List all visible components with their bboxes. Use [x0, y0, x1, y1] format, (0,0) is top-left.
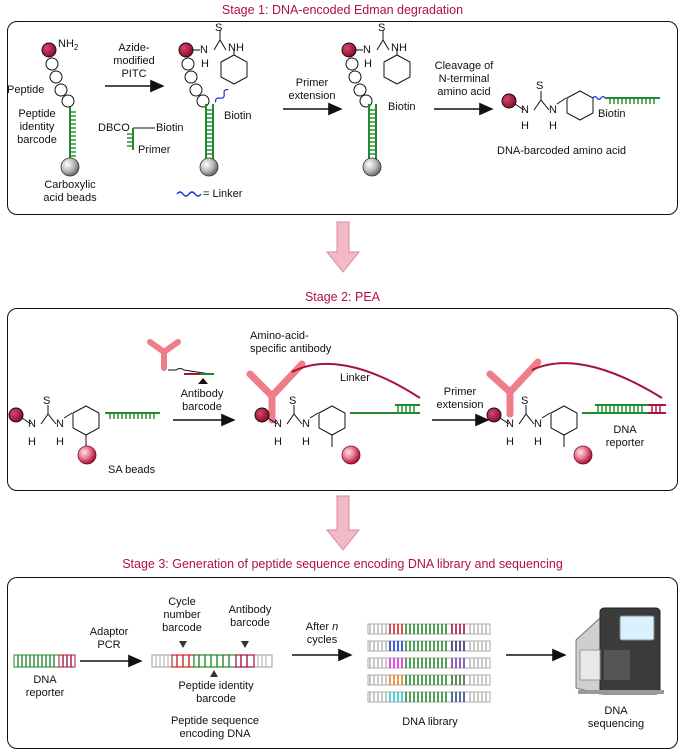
nh-atom-1: NH — [228, 42, 244, 54]
sa-beads-label: SA beads — [108, 464, 156, 476]
linker-legend-icon — [176, 191, 202, 197]
stage3-panel — [7, 577, 678, 749]
linker-legend-label: = Linker — [203, 188, 243, 200]
stage1-extended-intermediate — [341, 30, 411, 177]
primer-extension-label-2: Primer extension — [436, 386, 484, 411]
peptide-barcode-marker — [210, 670, 218, 677]
stage1-thiourea-intermediate — [178, 30, 248, 177]
biotin-label-3: Biotin — [598, 108, 626, 120]
nh2-label: NH2 — [58, 38, 79, 53]
antibody-bound-complex — [246, 360, 421, 465]
stage2-panel — [7, 308, 678, 491]
n-atom-s2c: N — [274, 418, 282, 430]
dna-barcoded-aa-label: DNA-barcoded amino acid — [497, 145, 627, 157]
antibody-barcode-label: Antibody barcode — [180, 388, 224, 413]
library-strand — [367, 657, 491, 669]
sequencer-icon — [575, 607, 664, 695]
cycle-barcode-marker — [179, 641, 187, 648]
h-atom-s2b: H — [56, 436, 64, 448]
n-atom-2: N — [363, 44, 371, 56]
down-arrow-stage2-to-3 — [325, 495, 361, 551]
primer-label: Primer — [138, 144, 171, 156]
linker-label: Linker — [340, 372, 370, 384]
peptide-sequence-encoding-dna-label: Peptide sequence encoding DNA — [170, 715, 260, 740]
dna-sequencing-label: DNA sequencing — [587, 705, 645, 730]
n-atom-3a: N — [521, 104, 529, 116]
n-atom-3b: N — [549, 104, 557, 116]
peptide-sequence-encoding-dna — [151, 641, 273, 677]
antibody-reagent — [147, 339, 214, 384]
h-atom-3b: H — [549, 120, 557, 132]
antibody-barcode-label-s3: Antibody barcode — [228, 604, 272, 629]
h-atom-s2e: H — [506, 436, 514, 448]
stage2-substrate — [8, 405, 160, 465]
cleavage-label: Cleavage of N-terminal amino acid — [434, 60, 494, 98]
n-atom-1: N — [200, 44, 208, 56]
h-atom-2: H — [364, 58, 372, 70]
stage1-title: Stage 1: DNA-encoded Edman degradation — [221, 3, 464, 17]
down-arrow-stage1-to-2 — [325, 221, 361, 273]
s-atom-3: S — [536, 80, 544, 92]
dbco-label: DBCO — [98, 122, 130, 134]
dna-library — [367, 623, 491, 703]
aa-specific-antibody-label: Amino-acid- specific antibody — [250, 330, 332, 355]
s-atom-1: S — [215, 22, 223, 34]
n-atom-s2d: N — [302, 418, 310, 430]
h-atom-s2a: H — [28, 436, 36, 448]
dbco-biotin-primer — [127, 127, 155, 150]
antibody-barcode-marker-stage3 — [241, 641, 249, 648]
primer-extension-label-1: Primer extension — [288, 77, 336, 102]
antibody-barcode-marker — [198, 378, 208, 384]
n-terminal-amino-acid — [41, 42, 57, 58]
nh-atom-2: NH — [391, 42, 407, 54]
peptide-identity-barcode-label: Peptide identity barcode — [17, 108, 57, 146]
biotin-label-reagent: Biotin — [156, 122, 184, 134]
peptide-label: Peptide — [7, 84, 45, 96]
stage1-peptide-on-bead — [41, 42, 80, 177]
h-atom-1: H — [201, 58, 209, 70]
h-atom-3a: H — [521, 120, 529, 132]
dna-reporter-duplex — [13, 654, 76, 668]
n-atom-s2f: N — [534, 418, 542, 430]
peptide-identity-barcode-label-s3: Peptide identity barcode — [178, 680, 254, 705]
n-atom-s2e: N — [506, 418, 514, 430]
azide-pitc-label: Azide- modified PITC — [113, 42, 155, 80]
carboxylic-acid-beads-label: Carboxylic acid beads — [43, 179, 97, 204]
library-strand — [367, 691, 491, 703]
library-strand — [367, 640, 491, 652]
n-atom-s2a: N — [28, 418, 36, 430]
after-n-cycles-label: After n cycles — [305, 621, 339, 646]
s-atom-2: S — [378, 22, 386, 34]
h-atom-s2c: H — [274, 436, 282, 448]
h-atom-s2f: H — [534, 436, 542, 448]
s-atom-s2a: S — [43, 395, 51, 407]
dna-reporter-label-s3: DNA reporter — [25, 674, 65, 699]
adaptor-pcr-label: Adaptor PCR — [89, 626, 129, 651]
dna-reporter-label-s2: DNA reporter — [605, 424, 645, 449]
dna-library-label: DNA library — [402, 716, 458, 728]
cycle-number-barcode-label: Cycle number barcode — [162, 596, 202, 634]
dna-reporter-complex — [486, 358, 666, 465]
carboxylic-acid-bead — [60, 157, 80, 177]
stage2-title: Stage 2: PEA — [304, 290, 381, 304]
dna-barcoded-amino-acid — [501, 90, 660, 121]
biotin-label-1: Biotin — [224, 110, 252, 122]
n-atom-s2b: N — [56, 418, 64, 430]
s-atom-s2e: S — [521, 395, 529, 407]
stage3-title: Stage 3: Generation of peptide sequence … — [122, 557, 563, 571]
h-atom-s2d: H — [302, 436, 310, 448]
library-strand — [367, 623, 491, 635]
s-atom-s2c: S — [289, 395, 297, 407]
biotin-label-2: Biotin — [388, 101, 416, 113]
library-strand — [367, 674, 491, 686]
